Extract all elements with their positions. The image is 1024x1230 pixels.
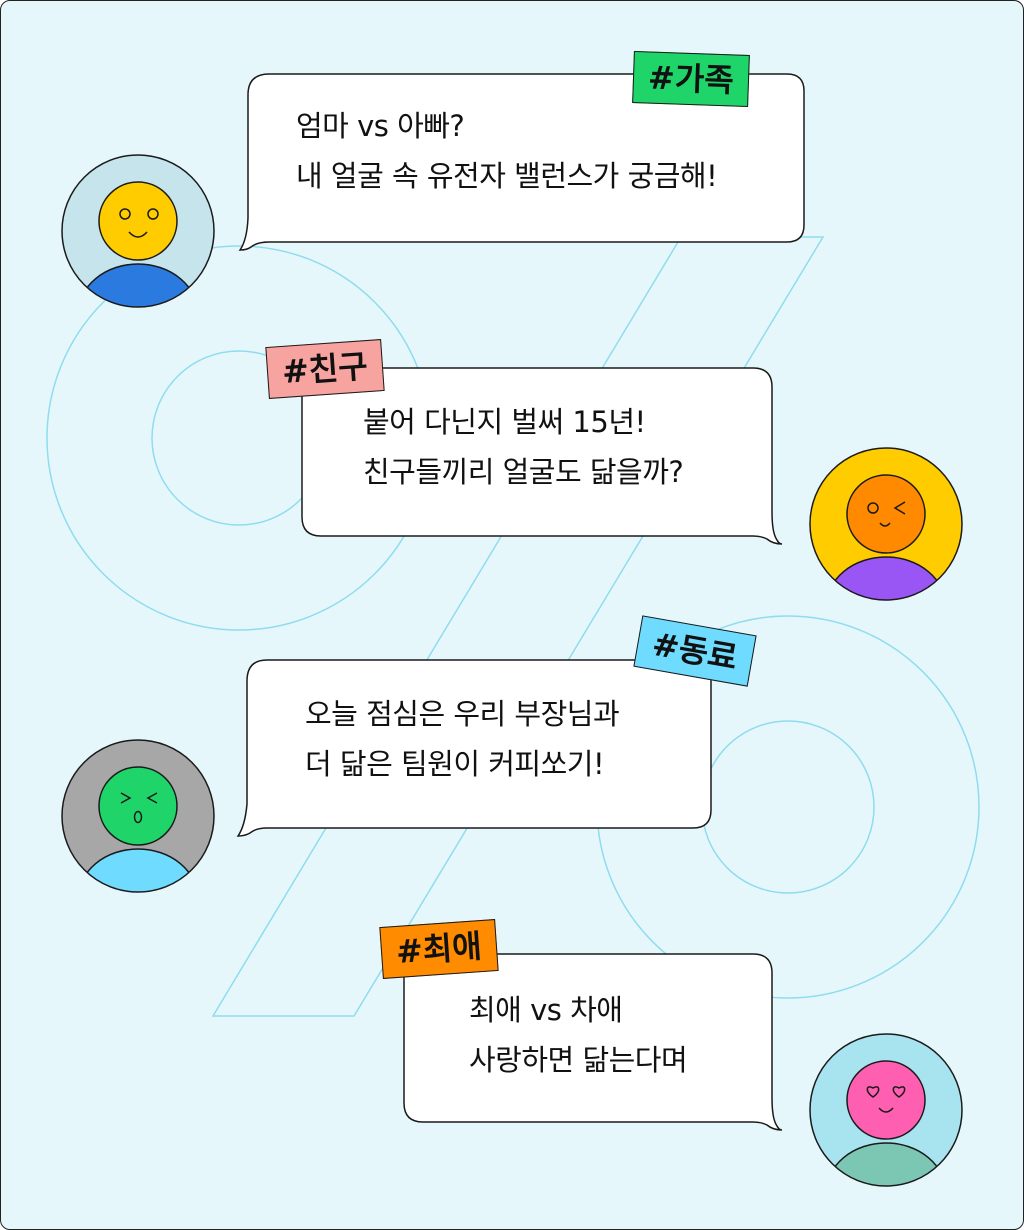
avatar-body bbox=[825, 1142, 947, 1186]
message-line: 붙어 다닌지 벌써 15년! bbox=[363, 405, 646, 439]
hashtag-family: #가족 bbox=[632, 50, 750, 108]
bubble-shape bbox=[403, 953, 783, 1131]
message-line: 내 얼굴 속 유전자 밸런스가 궁금해! bbox=[296, 159, 718, 193]
message-line: 엄마 vs 아빠? bbox=[296, 109, 465, 143]
decor-inner-circle-right bbox=[701, 720, 875, 894]
surprised-face-icon bbox=[98, 766, 178, 846]
avatar-body bbox=[77, 263, 199, 307]
message-line: 최애 vs 차애 bbox=[469, 993, 623, 1027]
avatar-idol bbox=[809, 1033, 963, 1187]
hashtag-friend: #친구 bbox=[265, 339, 385, 399]
message-line: 사랑하면 닮는다며 bbox=[469, 1043, 688, 1077]
smile-face-icon bbox=[98, 181, 178, 261]
avatar-family bbox=[61, 154, 215, 308]
avatar-body bbox=[77, 848, 199, 892]
bubble-message: 엄마 vs 아빠? 내 얼굴 속 유전자 밸런스가 궁금해! bbox=[296, 101, 718, 201]
bubble-shape bbox=[301, 367, 783, 545]
avatar-body bbox=[825, 556, 947, 600]
wink-face-icon bbox=[846, 474, 926, 554]
avatar-coworker bbox=[61, 739, 215, 893]
message-line: 더 닮은 팀원이 커피쏘기! bbox=[305, 747, 605, 781]
hashtag-idol: #최애 bbox=[379, 919, 499, 979]
avatar-friend bbox=[809, 447, 963, 601]
bubble-message: 최애 vs 차애 사랑하면 닮는다며 bbox=[469, 985, 688, 1085]
message-line: 오늘 점심은 우리 부장님과 bbox=[305, 697, 620, 731]
bubble-shape bbox=[238, 73, 805, 251]
bubble-message: 오늘 점심은 우리 부장님과 더 닮은 팀원이 커피쏘기! bbox=[305, 689, 620, 789]
bubble-message: 붙어 다닌지 벌써 15년! 친구들끼리 얼굴도 닮을까? bbox=[363, 397, 684, 497]
message-line: 친구들끼리 얼굴도 닮을까? bbox=[363, 455, 684, 489]
heart-eyes-face-icon bbox=[846, 1060, 926, 1140]
